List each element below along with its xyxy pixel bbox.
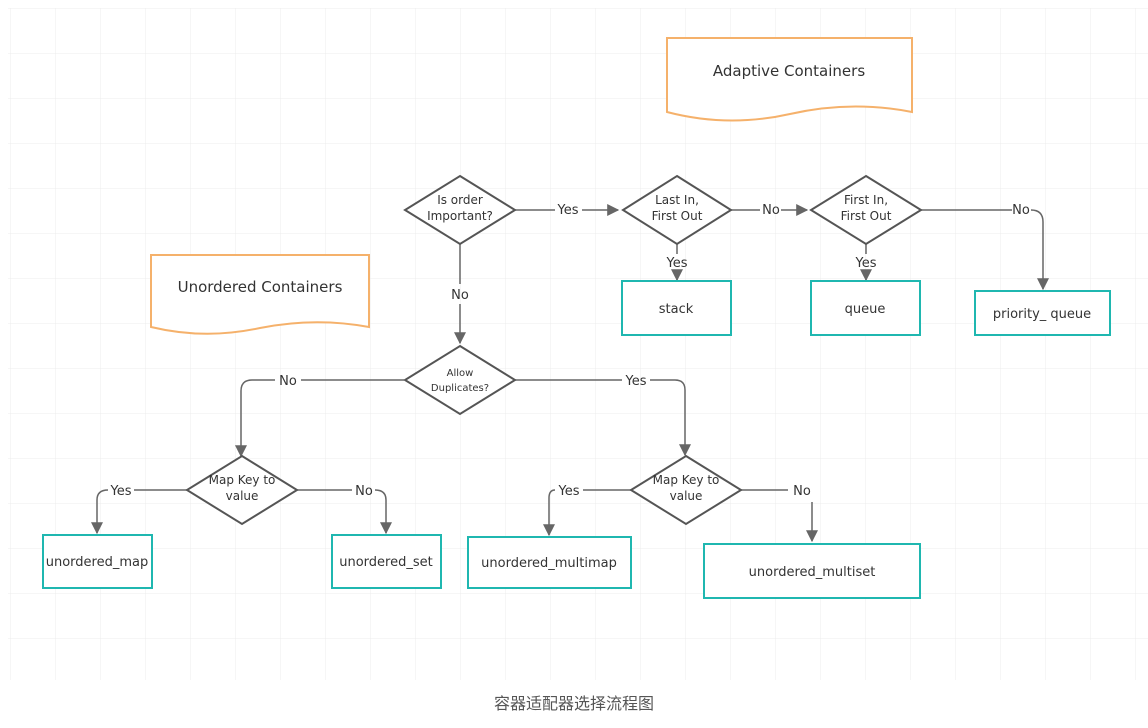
figure-caption: 容器适配器选择流程图 <box>493 694 654 713</box>
decision-dup-line1: Allow <box>447 368 474 379</box>
box-unordered-multiset-label: unordered_multiset <box>749 565 876 580</box>
box-unordered-set: unordered_set <box>331 534 442 589</box>
note-unordered-label: Unordered Containers <box>178 278 343 296</box>
box-unordered-map: unordered_map <box>42 534 153 589</box>
decision-allow-duplicates: Allow Duplicates? <box>403 344 517 416</box>
edge-mkl-yes-2 <box>91 489 109 535</box>
connectors <box>91 204 1049 543</box>
label-mkr-no: No <box>793 484 811 499</box>
box-stack: stack <box>621 280 732 336</box>
decision-lifo-line2: First Out <box>652 209 703 223</box>
decision-mkl-line1: Map Key to <box>209 473 276 487</box>
box-unordered-multiset: unordered_multiset <box>703 543 921 599</box>
label-fifo-yes: Yes <box>855 256 877 271</box>
box-unordered-multimap: unordered_multimap <box>467 536 632 589</box>
decision-order-line1: Is order <box>437 193 483 207</box>
box-queue: queue <box>810 280 921 336</box>
decision-mkr-line2: value <box>670 489 703 503</box>
box-priority-queue: priority_ queue <box>974 290 1111 336</box>
box-unordered-multimap-label: unordered_multimap <box>481 556 617 571</box>
label-order-yes: Yes <box>557 203 579 218</box>
decision-fifo-line1: First In, <box>844 193 888 207</box>
decision-lifo: Last In, First Out <box>621 174 733 246</box>
label-fifo-no: No <box>1012 203 1030 218</box>
decision-mkr-line1: Map Key to <box>653 473 720 487</box>
decision-order-important: Is order Important? <box>403 174 517 246</box>
edge-dup-yes-2 <box>650 379 691 457</box>
label-lifo-yes: Yes <box>666 256 688 271</box>
box-unordered-set-label: unordered_set <box>339 555 432 570</box>
edge-mkr-yes-2 <box>543 489 556 537</box>
edge-fifo-no-2 <box>1030 209 1049 291</box>
note-adaptive-containers: Adaptive Containers <box>666 37 913 122</box>
note-unordered-containers: Unordered Containers <box>150 254 370 335</box>
label-mkr-yes: Yes <box>558 484 580 499</box>
decision-mkl-line2: value <box>226 489 259 503</box>
decision-lifo-line1: Last In, <box>655 193 699 207</box>
decision-dup-line2: Duplicates? <box>431 383 489 394</box>
decision-map-key-left: Map Key to value <box>185 454 299 526</box>
box-queue-label: queue <box>845 302 886 317</box>
label-order-no: No <box>451 288 469 303</box>
decision-map-key-right: Map Key to value <box>629 454 743 526</box>
label-dup-no: No <box>279 374 297 389</box>
edge-mkl-no-2 <box>374 489 392 535</box>
decision-fifo-line2: First Out <box>841 209 892 223</box>
box-stack-label: stack <box>659 302 694 317</box>
edge-dup-no-2 <box>235 379 275 458</box>
edge-labels: Yes No No Yes Yes No No Yes Yes No Yes N… <box>110 203 1030 499</box>
label-lifo-no: No <box>762 203 780 218</box>
box-unordered-map-label: unordered_map <box>46 555 149 570</box>
box-priority-queue-label: priority_ queue <box>993 307 1091 322</box>
label-mkl-no: No <box>355 484 373 499</box>
label-mkl-yes: Yes <box>110 484 132 499</box>
decision-fifo: First In, First Out <box>809 174 923 246</box>
note-adaptive-label: Adaptive Containers <box>713 62 865 80</box>
decision-order-line2: Important? <box>427 209 493 223</box>
label-dup-yes: Yes <box>625 374 647 389</box>
